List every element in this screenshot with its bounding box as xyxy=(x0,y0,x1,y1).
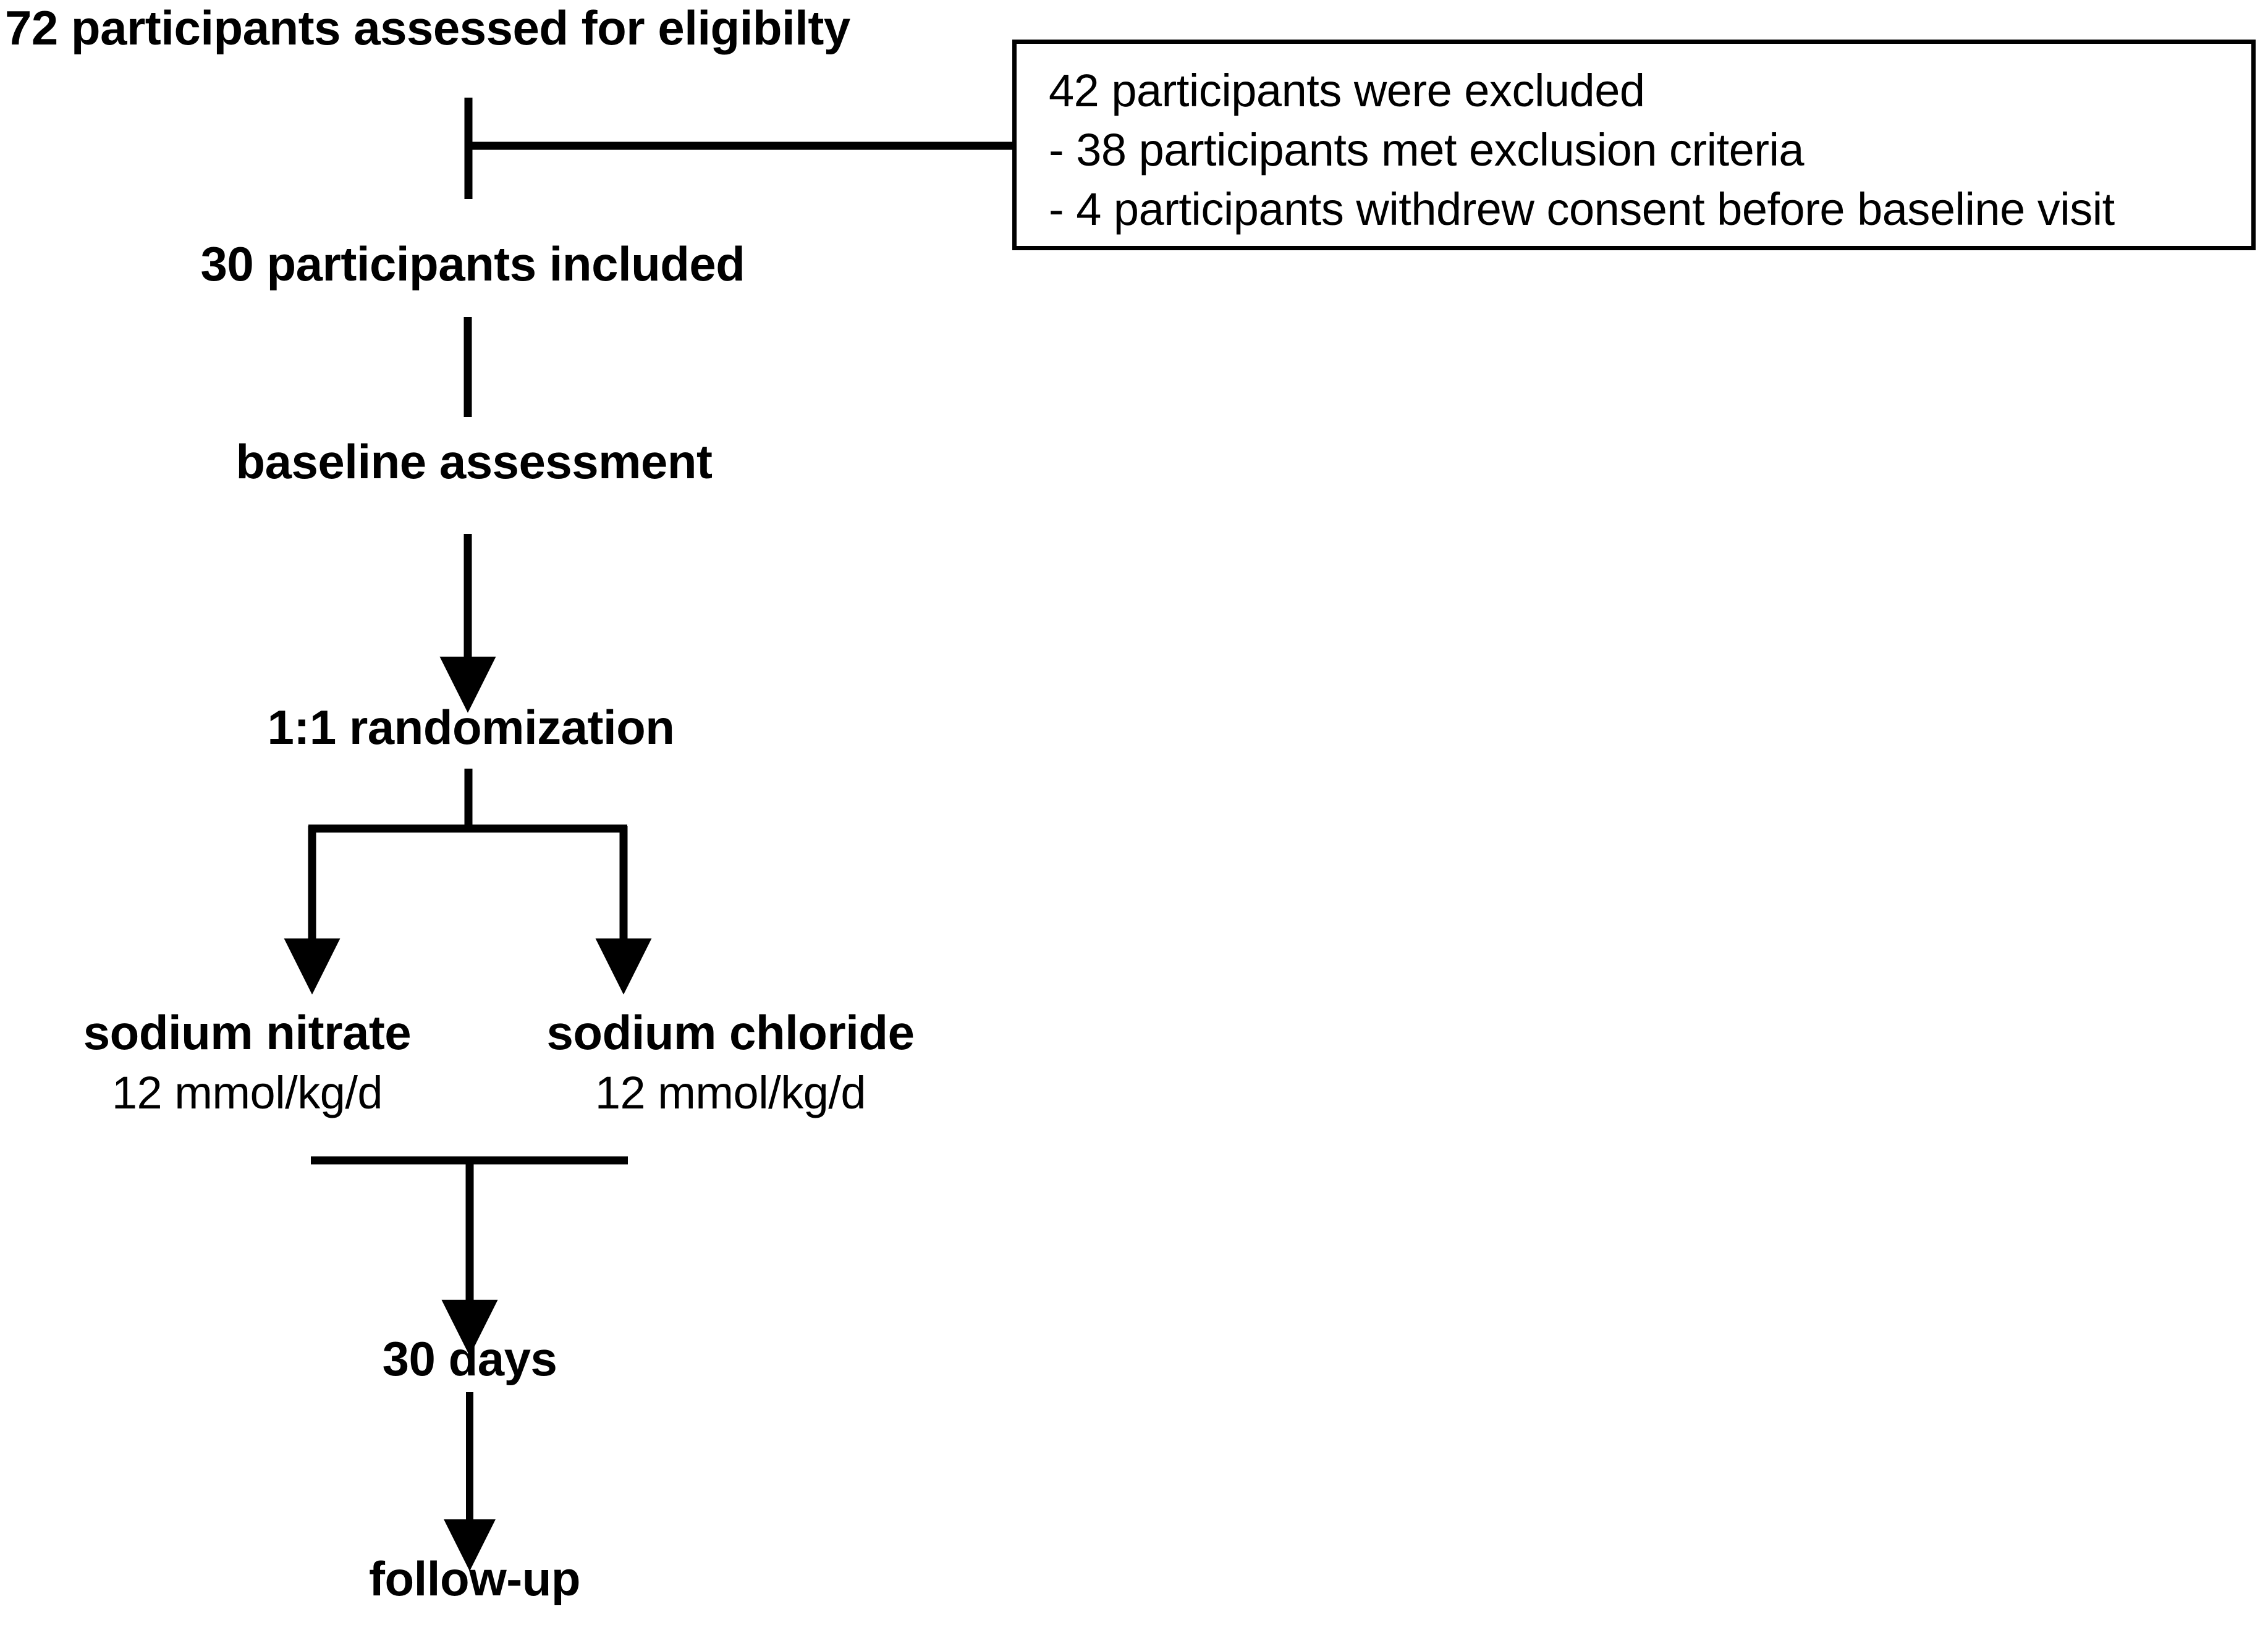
exclusion-reason-1: - 38 participants met exclusion criteria xyxy=(1049,124,1805,176)
exclusion-box: 42 participants were excluded - 38 parti… xyxy=(1012,40,2256,250)
node-assessed-for-eligibility: 72 participants assessed for eligibilty xyxy=(5,1,850,55)
arm-right-dose: 12 mmol/kg/d xyxy=(595,1067,866,1118)
node-participants-included: 30 participants included xyxy=(200,237,745,291)
node-baseline-assessment: baseline assessment xyxy=(235,434,713,489)
arm-left-dose: 12 mmol/kg/d xyxy=(111,1067,383,1118)
arm-right-name: sodium chloride xyxy=(546,1005,915,1060)
exclusion-heading: 42 participants were excluded xyxy=(1049,65,1645,116)
exclusion-reason-2: - 4 participants withdrew consent before… xyxy=(1049,184,2115,235)
node-arm-sodium-chloride: sodium chloride 12 mmol/kg/d xyxy=(547,1008,915,1116)
node-follow-up: follow-up xyxy=(368,1551,581,1606)
node-thirty-days: 30 days xyxy=(382,1332,557,1386)
node-arm-sodium-nitrate: sodium nitrate 12 mmol/kg/d xyxy=(83,1005,412,1118)
arm-left-name: sodium nitrate xyxy=(83,1005,412,1060)
node-randomization: 1:1 randomization xyxy=(267,700,675,754)
